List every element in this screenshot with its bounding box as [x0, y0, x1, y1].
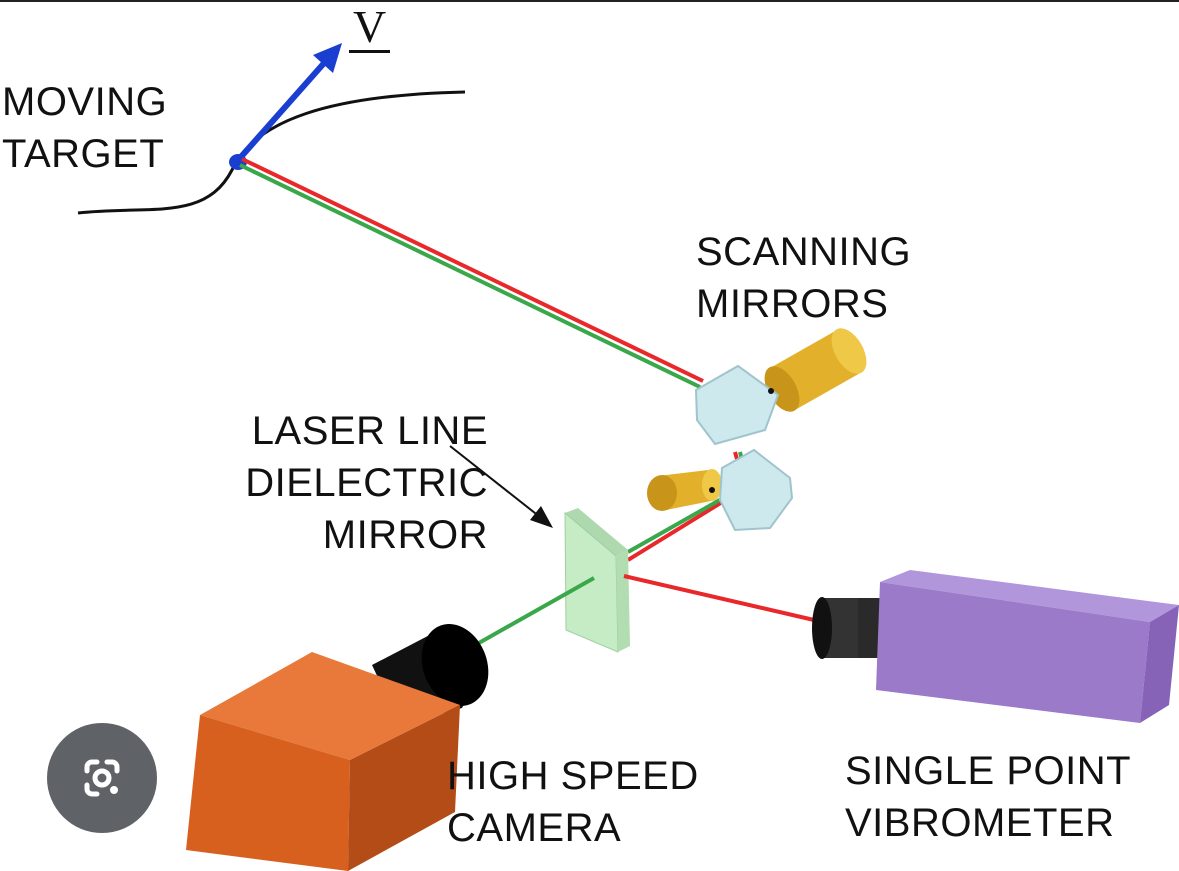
moving-target-label: MOVING TARGET [2, 76, 167, 180]
scanning-mirrors-label-line-1: SCANNING [696, 230, 912, 274]
laser-red-beam-vibrometer [623, 574, 815, 622]
scanning-mirror-lower [718, 448, 794, 532]
single-point-vibrometer [876, 570, 1179, 723]
scanning-mirror-upper [694, 364, 780, 446]
vibrometer-label-line-2: VIBROMETER [845, 801, 1115, 845]
mirror-pivot-lower [709, 487, 715, 493]
google-lens-icon [84, 759, 120, 797]
google-lens-button[interactable] [47, 723, 157, 833]
camera-label-line-2: CAMERA [447, 806, 622, 850]
moving-target-label-line-2: TARGET [2, 132, 165, 176]
vibrometer-label-line-1: SINGLE POINT [845, 749, 1132, 793]
top-border [0, 0, 1179, 2]
mirror-pivot-upper [768, 388, 774, 394]
laser-red-beam-upper [241, 157, 704, 383]
scanning-mirrors-label-line-2: MIRRORS [696, 282, 889, 326]
moving-target-label-line-1: MOVING [2, 80, 168, 124]
dielectric-mirror-label: LASER LINE DIELECTRIC MIRROR [218, 405, 488, 561]
velocity-arrow-head [313, 43, 342, 73]
laser-green-beam-upper [239, 163, 701, 389]
camera-label-line-1: HIGH SPEED [447, 754, 699, 798]
scanning-mirrors-label: SCANNING MIRRORS [696, 226, 911, 330]
high-speed-camera [186, 652, 460, 871]
dielectric-pointer-head [530, 506, 553, 528]
velocity-label: V [349, 4, 391, 53]
dielectric-mirror-label-line-2: DIELECTRIC [245, 461, 488, 505]
camera-label: HIGH SPEED CAMERA [447, 750, 699, 854]
dielectric-pointer-line [449, 445, 541, 518]
laser-green-beam-camera [469, 576, 595, 650]
dielectric-mirror [564, 508, 630, 653]
vibrometer-label: SINGLE POINT VIBROMETER [845, 745, 1131, 849]
galvo-motor-lower [647, 469, 722, 511]
velocity-arrow [237, 60, 328, 160]
dielectric-mirror-label-line-1: LASER LINE [251, 409, 488, 453]
dielectric-mirror-label-line-3: MIRROR [322, 513, 488, 557]
